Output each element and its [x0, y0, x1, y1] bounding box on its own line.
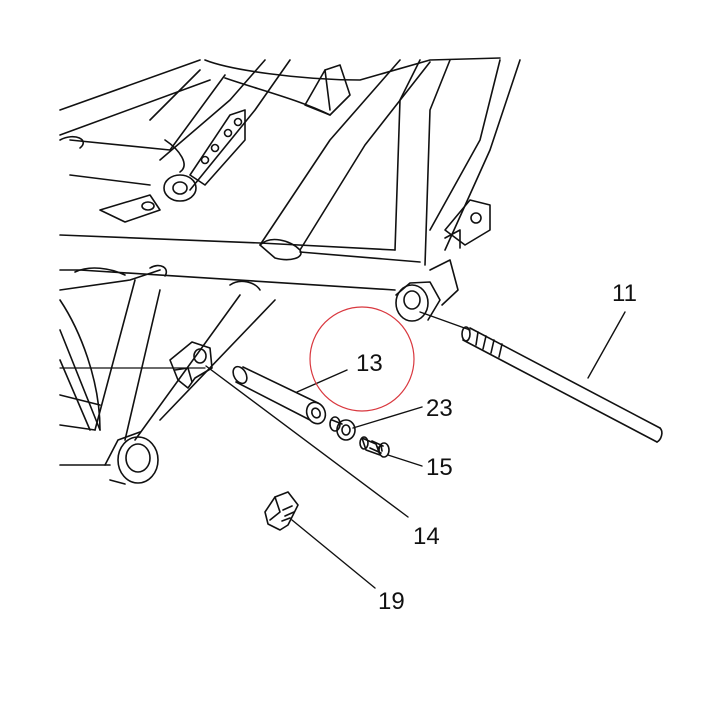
- frame-right-lug: [429, 199, 491, 306]
- leader-11: [587, 311, 626, 379]
- part-13-spacer-tube: [232, 365, 327, 425]
- leader-19: [291, 519, 376, 589]
- frame-pivot-boss: [395, 281, 441, 322]
- frame-mounting-plate: [189, 109, 246, 186]
- frame-lower-boss: [104, 431, 159, 485]
- callout-14: 14: [413, 523, 440, 550]
- leader-15: [387, 454, 423, 467]
- part-11-shaft: [461, 326, 663, 443]
- callout-13: 13: [356, 350, 383, 377]
- leader-11-inner: [419, 311, 471, 331]
- part-23-washer: [329, 416, 356, 441]
- frame-upper-tab: [304, 64, 351, 116]
- frame-left-boss: [99, 174, 197, 223]
- highlight-circle: [309, 306, 415, 412]
- leader-14-part: [205, 365, 409, 518]
- part-15-bolt: [359, 436, 390, 458]
- leader-23: [352, 406, 423, 429]
- leader-13: [296, 369, 348, 393]
- callout-19: 19: [378, 588, 405, 615]
- callout-11: 11: [612, 280, 637, 307]
- callout-15: 15: [426, 454, 453, 481]
- part-19-clip: [264, 491, 299, 531]
- callout-23: 23: [426, 395, 453, 422]
- leader-lines: [59, 311, 626, 589]
- part-14-clamp: [169, 341, 213, 389]
